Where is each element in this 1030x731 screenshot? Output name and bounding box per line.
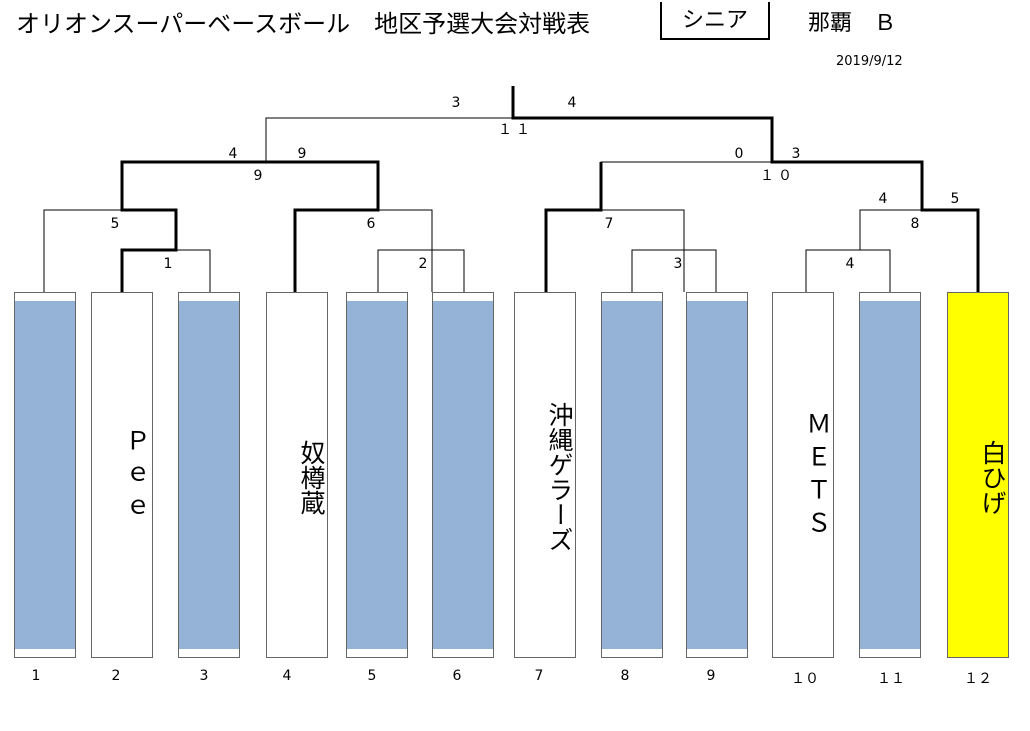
winner-path bbox=[511, 86, 980, 292]
venue-label: 那覇 Ｂ bbox=[808, 11, 897, 36]
bracket-line bbox=[377, 249, 465, 292]
match-number: 1 bbox=[163, 256, 177, 272]
match-number: １１ bbox=[498, 122, 534, 138]
team-slot-2: Ｐｅｅ bbox=[91, 292, 153, 658]
team-slot-3 bbox=[178, 292, 240, 658]
score-right: 9 bbox=[297, 146, 307, 162]
team-name bbox=[15, 307, 75, 647]
match-number: １０ bbox=[760, 168, 796, 184]
bracket-line bbox=[805, 249, 891, 292]
slot-number: １２ bbox=[964, 671, 992, 687]
page-title: オリオンスーパーベースボール 地区予選大会対戦表 bbox=[16, 10, 591, 38]
bracket-thick-lines bbox=[120, 86, 980, 292]
match-number: 2 bbox=[418, 256, 432, 272]
team-slot-12: 白ひげ bbox=[947, 292, 1009, 658]
match-number: 3 bbox=[673, 256, 687, 272]
team-name: 沖縄ゲラーズ bbox=[545, 402, 574, 552]
match-number: 6 bbox=[366, 216, 380, 232]
team-name: 奴樽蔵 bbox=[297, 439, 326, 515]
date-label: 2019/9/12 bbox=[836, 54, 903, 69]
team-slot-7: 沖縄ゲラーズ bbox=[514, 292, 576, 658]
slot-number: 9 bbox=[706, 668, 716, 684]
team-slot-11 bbox=[859, 292, 921, 658]
bracket-line bbox=[600, 161, 772, 210]
slot-number: 5 bbox=[367, 668, 377, 684]
slot-number: 3 bbox=[199, 668, 209, 684]
team-slot-4: 奴樽蔵 bbox=[266, 292, 328, 658]
team-name bbox=[347, 307, 407, 647]
team-slot-9 bbox=[686, 292, 748, 658]
score-left: 4 bbox=[878, 191, 888, 207]
team-name bbox=[860, 307, 920, 647]
score-left: 0 bbox=[734, 146, 744, 162]
match-number: 9 bbox=[253, 168, 267, 184]
score-left: 4 bbox=[228, 146, 238, 162]
division-label: シニア bbox=[660, 2, 770, 40]
team-slot-1 bbox=[14, 292, 76, 658]
team-slot-10: ＭＥＴＳ bbox=[772, 292, 834, 658]
score-right: 3 bbox=[791, 146, 801, 162]
slot-number: 1 bbox=[31, 668, 41, 684]
match-number: 8 bbox=[910, 216, 924, 232]
winner-path bbox=[544, 162, 603, 292]
match-number: 7 bbox=[604, 216, 618, 232]
team-slot-5 bbox=[346, 292, 408, 658]
score-left: 3 bbox=[451, 95, 461, 111]
slot-number: １０ bbox=[791, 671, 819, 687]
bracket-line bbox=[631, 249, 717, 292]
team-slot-8 bbox=[601, 292, 663, 658]
team-name: ＭＥＴＳ bbox=[803, 411, 832, 543]
team-name: 白ひげ bbox=[978, 439, 1007, 515]
team-name bbox=[433, 307, 493, 647]
team-name bbox=[602, 307, 662, 647]
slot-number: 4 bbox=[282, 668, 292, 684]
team-slot-6 bbox=[432, 292, 494, 658]
slot-number: 8 bbox=[620, 668, 630, 684]
team-name bbox=[179, 307, 239, 647]
team-name: Ｐｅｅ bbox=[122, 427, 151, 527]
slot-number: 6 bbox=[452, 668, 462, 684]
slot-number: １１ bbox=[877, 671, 905, 687]
slot-number: 7 bbox=[534, 668, 544, 684]
match-number: 5 bbox=[110, 216, 124, 232]
bracket-line bbox=[859, 209, 922, 250]
score-right: 4 bbox=[567, 95, 577, 111]
bracket-line bbox=[265, 117, 513, 162]
score-right: 5 bbox=[950, 191, 960, 207]
winner-path bbox=[120, 160, 268, 292]
match-number: 4 bbox=[845, 256, 859, 272]
team-name bbox=[687, 307, 747, 647]
winner-path bbox=[268, 160, 380, 292]
slot-number: 2 bbox=[111, 668, 121, 684]
